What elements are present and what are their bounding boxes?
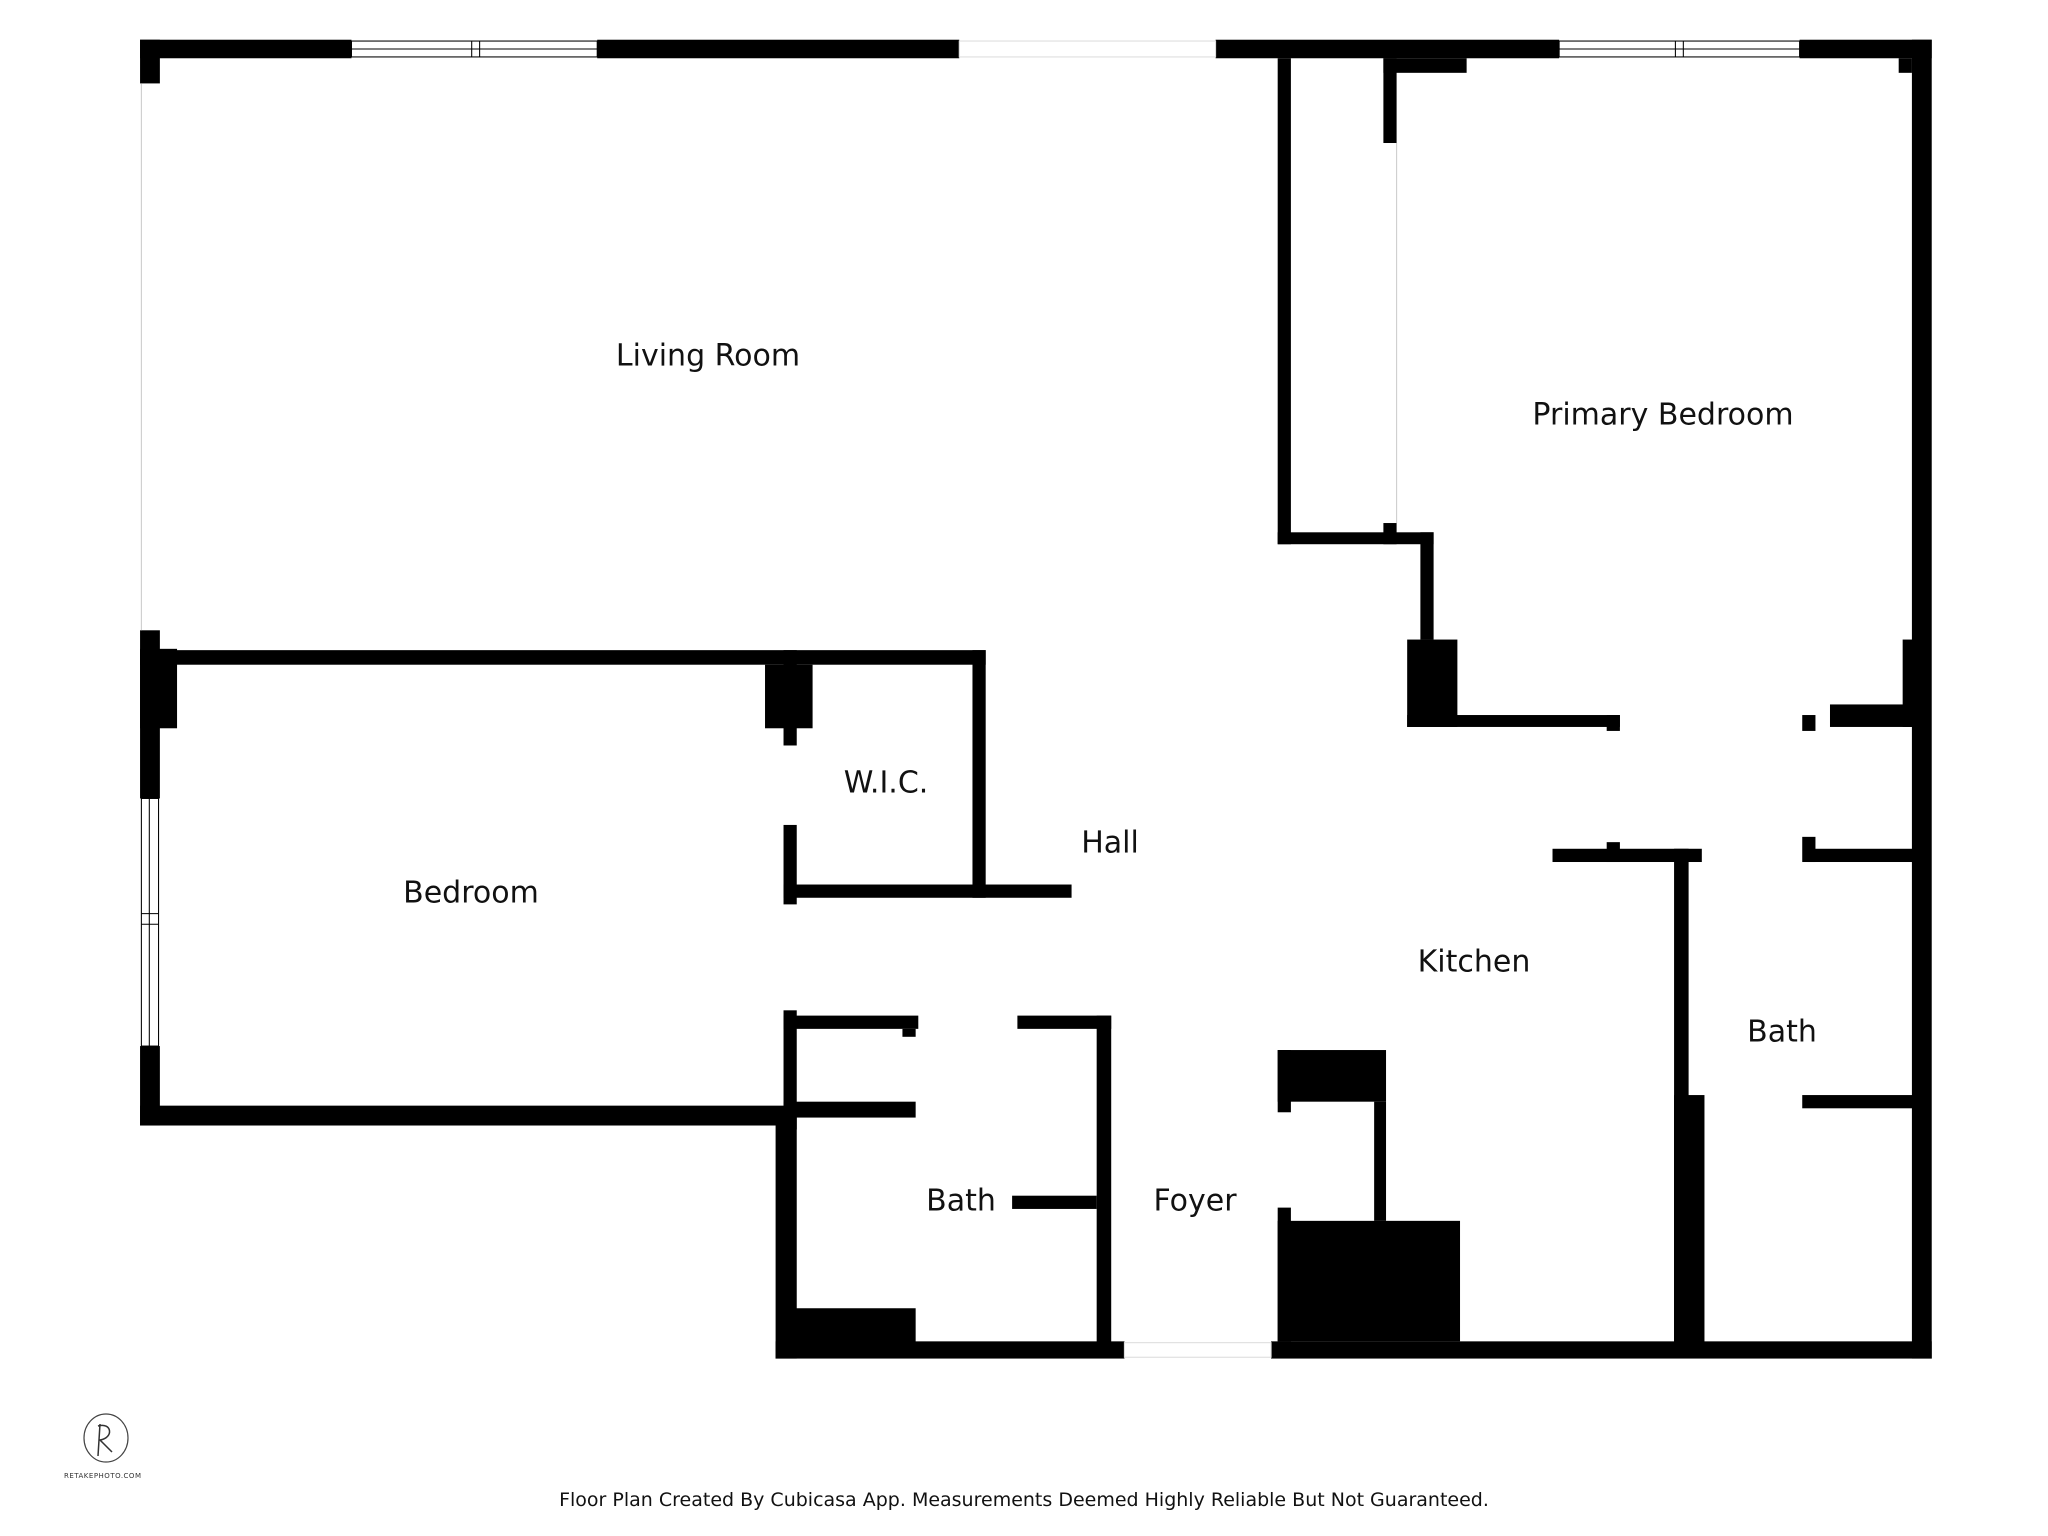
room-label-hall: Hall: [1081, 825, 1139, 861]
walls: [140, 39, 1932, 1359]
room-label-bath-left: Bath: [926, 1183, 996, 1219]
room-label-living-room: Living Room: [615, 338, 801, 374]
windows: [140, 40, 1801, 1358]
retakephoto-logo: [83, 1413, 129, 1463]
room-label-wic: W.I.C.: [843, 765, 929, 801]
room-label-foyer: Foyer: [1153, 1183, 1237, 1219]
room-label-primary-bedroom: Primary Bedroom: [1532, 397, 1794, 433]
room-label-bath-right: Bath: [1747, 1014, 1817, 1050]
footer-disclaimer: Floor Plan Created By Cubicasa App. Meas…: [559, 1489, 1489, 1511]
room-label-kitchen: Kitchen: [1417, 944, 1531, 980]
logo-text: RETAKEPHOTO.COM: [64, 1472, 142, 1480]
room-label-bedroom: Bedroom: [403, 875, 539, 911]
